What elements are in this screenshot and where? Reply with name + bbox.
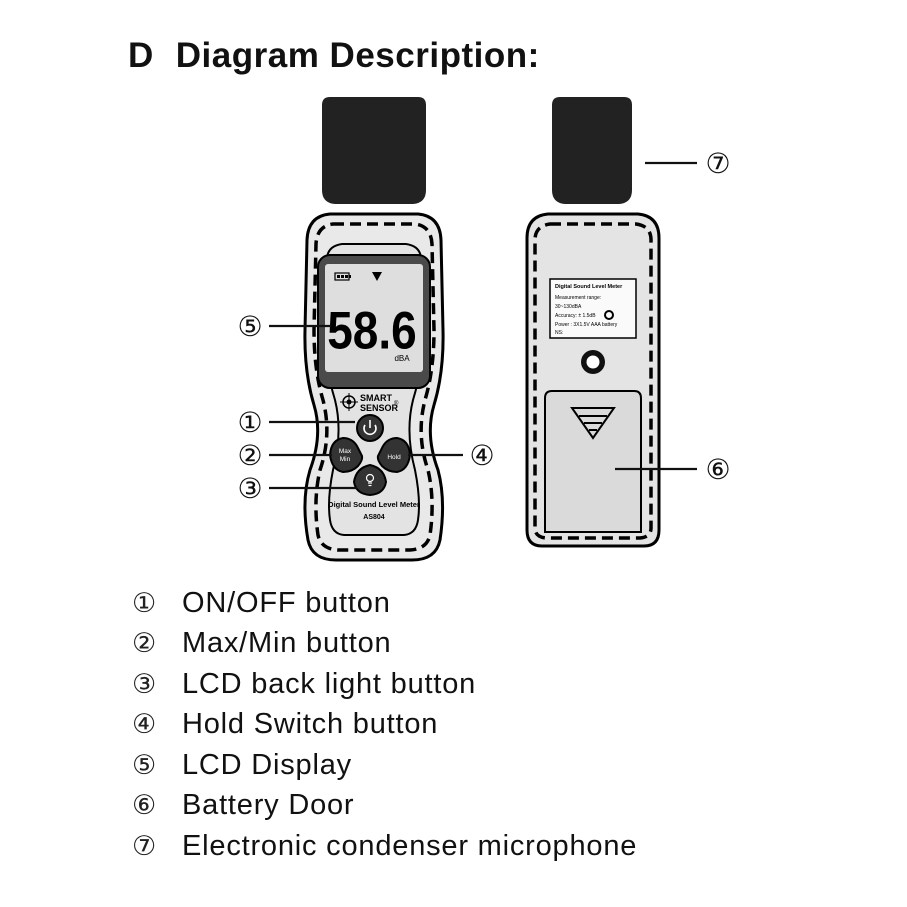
legend-label: LCD back light button <box>182 667 477 700</box>
callout-4: ④ <box>469 440 494 471</box>
power-button[interactable] <box>356 414 384 442</box>
legend-number: ④ <box>132 709 157 741</box>
legend-item: ⑤ LCD Display <box>132 745 637 786</box>
callout-1: ① <box>237 407 262 438</box>
legend-label: Hold Switch button <box>182 708 439 741</box>
spec-label-plate <box>549 278 637 339</box>
legend-item: ⑦ Electronic condenser microphone <box>132 826 637 867</box>
legend-label: Max/Min button <box>182 627 392 660</box>
back-screw <box>581 350 605 374</box>
legend-item: ④ Hold Switch button <box>132 705 637 746</box>
spec-label-line: NS: <box>555 330 563 336</box>
legend-number: ① <box>132 587 157 619</box>
back-microphone-foam <box>552 97 632 204</box>
callout-7: ⑦ <box>705 148 730 179</box>
legend-label: Battery Door <box>182 789 355 822</box>
backlight-button[interactable] <box>352 463 388 497</box>
legend-number: ⑦ <box>132 830 157 862</box>
callout-lines <box>269 161 697 490</box>
max-min-label-bottom: Min <box>340 456 351 463</box>
brand-name-line1: SMART <box>360 393 392 403</box>
legend-number: ⑥ <box>132 790 157 822</box>
page-title: D Diagram Description: <box>128 36 540 76</box>
callout-numbers: ⑤ ① ② ③ ④ ⑥ ⑦ <box>237 148 730 504</box>
light-bulb-icon <box>365 473 375 487</box>
callout-3: ③ <box>237 473 262 504</box>
power-icon <box>363 420 377 436</box>
model-number: AS804 <box>363 514 385 521</box>
spec-label-line: Measurement range: <box>555 295 601 301</box>
max-min-label-top: Max <box>339 448 352 455</box>
spec-label-title: Digital Sound Level Meter <box>555 284 623 290</box>
legend-item: ① ON/OFF button <box>132 583 637 624</box>
model-name: Digital Sound Level Meter <box>328 500 420 509</box>
legend-label: Electronic condenser microphone <box>182 829 638 862</box>
section-letter: D <box>128 36 154 75</box>
lcd-reading: 58.6 <box>327 300 417 360</box>
legend-number: ⑤ <box>132 749 157 781</box>
front-microphone-foam <box>322 97 426 204</box>
back-device: Digital Sound Level Meter Measurement ra… <box>525 97 661 548</box>
front-device: 58.6 dBA SMART SENSOR ® Max Min <box>303 97 445 562</box>
battery-door-latch-icon <box>570 407 616 440</box>
legend-label: ON/OFF button <box>182 586 391 619</box>
callout-5: ⑤ <box>237 311 262 342</box>
legend-item: ⑥ Battery Door <box>132 786 637 827</box>
section-title: Diagram Description: <box>175 36 540 75</box>
battery-indicator-icon <box>334 272 351 281</box>
hold-button[interactable]: Hold <box>376 436 412 474</box>
back-body-dashed-trim <box>533 222 653 540</box>
legend-list: ① ON/OFF button ② Max/Min button ③ LCD b… <box>132 583 637 867</box>
max-indicator-icon <box>372 272 382 281</box>
lcd-unit: dBA <box>394 354 410 363</box>
lcd-display <box>325 264 423 372</box>
spec-label-line: Power : 3X1.5V AAA battery <box>555 322 618 328</box>
registered-mark: ® <box>394 400 399 407</box>
max-min-button[interactable]: Max Min <box>328 436 364 474</box>
hold-label: Hold <box>387 454 401 461</box>
brand-name-line2: SENSOR <box>360 403 399 413</box>
label-hole-icon <box>604 310 614 320</box>
callout-2: ② <box>237 440 262 471</box>
legend-item: ② Max/Min button <box>132 624 637 665</box>
legend-number: ③ <box>132 668 157 700</box>
spec-label-line: Accuracy: ± 1.5dB <box>555 313 596 319</box>
legend-label: LCD Display <box>182 748 352 781</box>
spec-label-line: 30~130dBA <box>555 304 582 310</box>
legend-number: ② <box>132 628 157 660</box>
brand-logo <box>340 393 358 411</box>
legend-item: ③ LCD back light button <box>132 664 637 705</box>
battery-door[interactable] <box>544 390 642 533</box>
callout-6: ⑥ <box>705 454 730 485</box>
